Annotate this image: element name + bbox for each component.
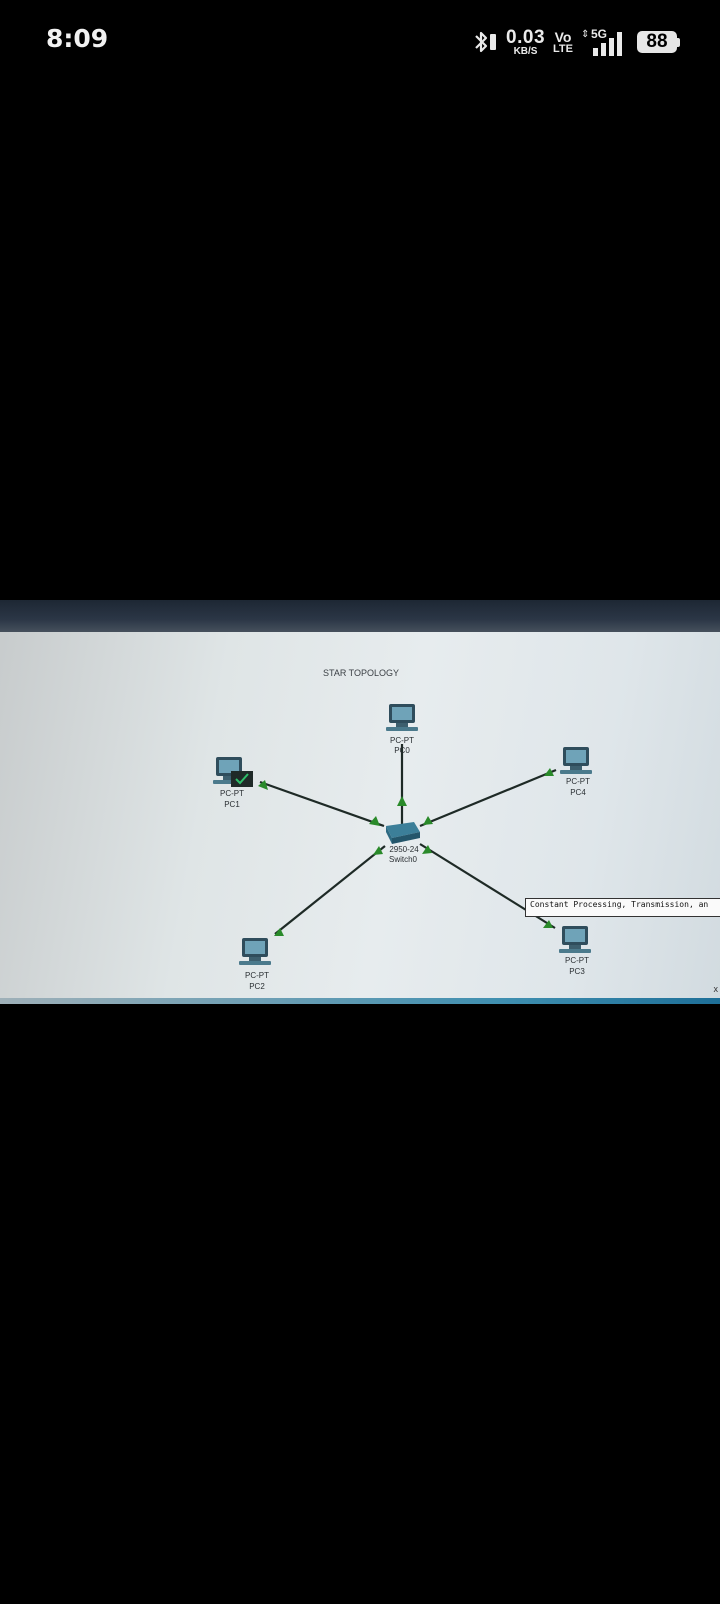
volte-bottom: LTE xyxy=(553,42,573,55)
signal-icon: ⇕ 5G xyxy=(581,27,629,57)
link-pc4 xyxy=(419,768,557,828)
switch-name: Switch0 xyxy=(389,855,418,864)
data-arrows-icon: ⇕ xyxy=(581,29,590,40)
checkmark-icon xyxy=(231,771,253,787)
link-up-indicator xyxy=(373,846,383,855)
net-speed: 0.03 KB/S xyxy=(506,28,545,57)
pc-icon xyxy=(559,926,591,953)
bluetooth-icon xyxy=(472,28,498,56)
close-icon[interactable]: x xyxy=(713,984,719,994)
pc4-name: PC4 xyxy=(570,788,586,797)
pc-icon xyxy=(239,938,271,965)
pc3-node[interactable]: PC-PT PC3 xyxy=(559,926,591,976)
topology-title: STAR TOPOLOGY xyxy=(323,668,399,678)
link-up-indicator xyxy=(397,796,407,806)
net-speed-value: 0.03 xyxy=(506,26,546,48)
clock: 8:09 xyxy=(46,24,109,53)
pc0-name: PC0 xyxy=(394,746,410,755)
title-group: STAR TOPOLOGY xyxy=(323,668,399,678)
pc3-type: PC-PT xyxy=(565,956,589,965)
volte-indicator: Vo LTE xyxy=(553,30,573,55)
network-type: 5G xyxy=(591,27,608,41)
pc-icon xyxy=(386,704,418,731)
photo-of-screen xyxy=(0,600,720,1004)
pc4-type: PC-PT xyxy=(566,777,590,786)
pc2-node[interactable]: PC-PT PC2 xyxy=(239,938,271,991)
net-speed-unit: KB/S xyxy=(513,45,538,57)
battery-level: 88 xyxy=(637,31,677,53)
pc2-type: PC-PT xyxy=(245,971,269,980)
link-up-indicator xyxy=(422,845,432,854)
switch-icon xyxy=(386,822,420,844)
battery-tip xyxy=(677,37,680,47)
pc2-name: PC2 xyxy=(249,982,265,991)
link-up-indicator xyxy=(423,816,433,825)
switch0-node[interactable]: 2950-24 Switch0 xyxy=(386,822,420,864)
pc0-node[interactable]: PC-PT PC0 xyxy=(386,704,418,755)
pc1-node[interactable]: PC-PT PC1 xyxy=(213,757,253,809)
link-up-indicator xyxy=(544,768,554,776)
pc0-type: PC-PT xyxy=(390,736,414,745)
link-up-indicator xyxy=(543,920,553,928)
link-up-indicator xyxy=(274,928,284,936)
link-up-indicator xyxy=(369,816,380,826)
window-bottom-edge xyxy=(0,998,720,1004)
pc1-name: PC1 xyxy=(224,800,240,809)
link-status-indicators xyxy=(258,768,554,936)
pc3-name: PC3 xyxy=(569,967,585,976)
window-top-bar xyxy=(0,600,720,632)
link-pc2 xyxy=(274,845,386,935)
pc4-node[interactable]: PC-PT PC4 xyxy=(560,747,592,797)
battery-icon: 88 xyxy=(637,31,680,53)
link-up-indicator xyxy=(258,780,268,790)
status-bar: 8:09 0.03 KB/S Vo LTE ⇕ 5G 8 xyxy=(0,0,720,84)
switch-model: 2950-24 xyxy=(389,845,419,854)
volte-top: Vo xyxy=(554,28,572,45)
link-pc1 xyxy=(259,780,385,828)
pc-icon xyxy=(560,747,592,774)
pc1-type: PC-PT xyxy=(220,789,244,798)
device-tooltip: Constant Processing, Transmission, an xyxy=(525,898,720,917)
status-icons: 0.03 KB/S Vo LTE ⇕ 5G 88 xyxy=(472,26,680,58)
